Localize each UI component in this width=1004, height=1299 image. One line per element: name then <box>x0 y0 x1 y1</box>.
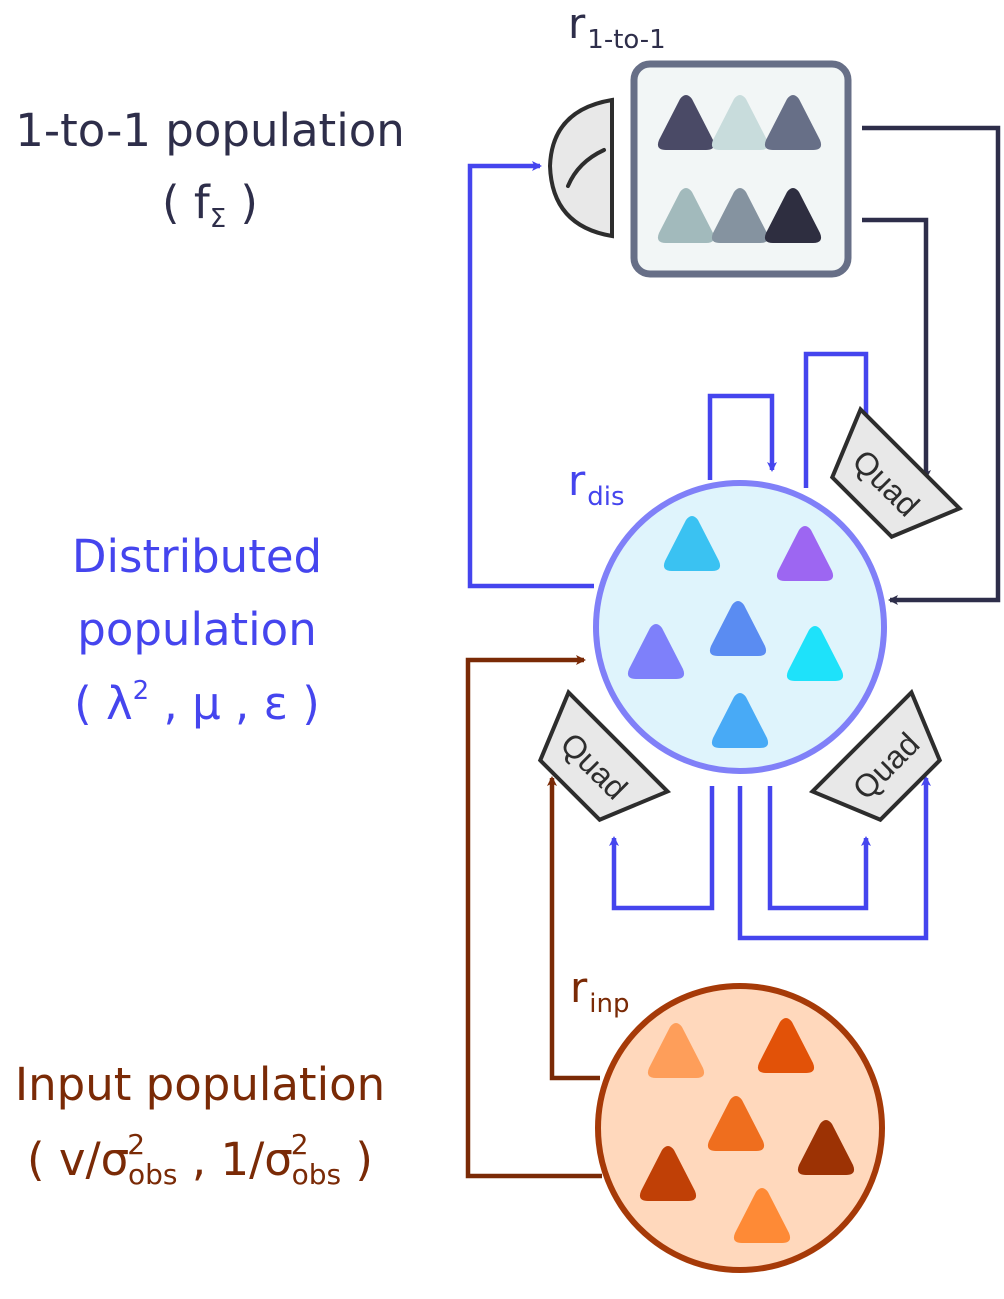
rate-label-input: rinp <box>570 963 630 1019</box>
rate-label-one-to-one: r1-to-1 <box>568 0 666 55</box>
arrow-distributed-to-quad-top <box>803 351 871 488</box>
distributed-title-line1: Distributed <box>72 530 322 583</box>
arrow-distributed-self-loop <box>707 393 777 480</box>
arrow-distributed-to-quad-right-inner <box>767 786 871 911</box>
rate-label-distributed: rdis <box>568 456 625 512</box>
input-population <box>595 983 885 1273</box>
distributed-title-line2: population <box>77 603 316 656</box>
one-to-one-title: 1-to-1 population <box>15 104 405 157</box>
arrow-distributed-to-quad-right-outer <box>737 776 931 941</box>
detector-needle <box>566 148 606 188</box>
arrow-input-to-quad <box>547 776 600 1081</box>
distributed-population <box>593 480 887 774</box>
input-title: Input population <box>15 1058 385 1111</box>
distributed-parameters: ( λ2 , μ , ε ) <box>74 676 320 730</box>
arrow-input-to-distributed <box>465 655 602 1179</box>
one-to-one-population <box>547 60 852 278</box>
one-to-one-population-label: 1-to-1 population ( fΣ ) <box>15 104 405 234</box>
arrow-distributed-to-quad-left <box>609 786 715 911</box>
distributed-population-label: Distributed population ( λ2 , μ , ε ) <box>72 530 322 730</box>
arrow-distributed-to-detector <box>467 161 594 589</box>
arrow-one-to-one-to-quad <box>862 217 931 480</box>
one-to-one-parameters: ( fΣ ) <box>162 176 258 234</box>
arrow-one-to-one-to-distributed <box>862 125 1001 605</box>
